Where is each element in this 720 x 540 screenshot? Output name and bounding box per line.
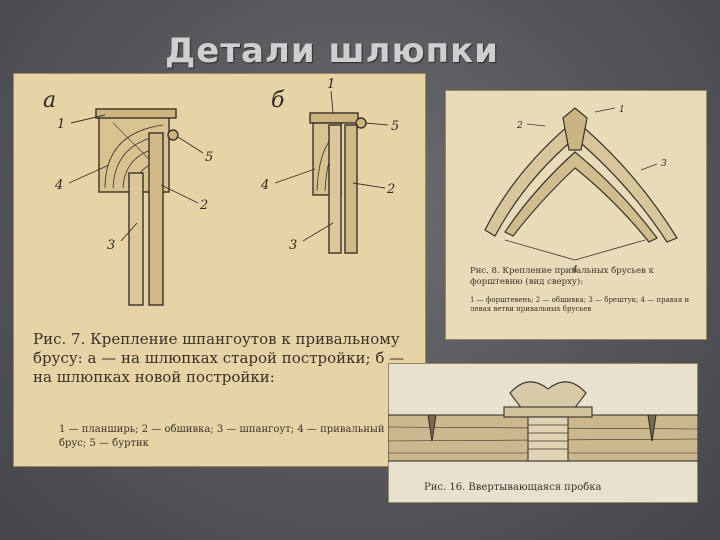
fig7-a-label-2: 2 [199,198,208,213]
fig7-a-label-4: 4 [54,178,63,193]
fig7-tag-a: а [43,88,56,113]
fig8-label-3: 3 [661,159,667,169]
figure-8-drawing: 1 2 3 4 [484,105,678,275]
fig8-label-4: 4 [571,265,578,275]
fig7-a-label-5: 5 [205,150,213,165]
fig7-caption: Рис. 7. Крепление шпангоутов к привально… [33,330,405,386]
figure-16-screw-plug: Рис. 16. Ввертывающаяся пробка [388,363,698,503]
fig8-label-2: 2 [516,121,523,131]
fig7-legend: 1 — планширь; 2 — обшивка; 3 — шпангоут;… [59,424,385,449]
fig7-a-label-1: 1 [57,117,65,132]
fig7-a-label-3: 3 [107,238,115,253]
fig7-tag-b: б [271,88,285,113]
slide-title: Детали шлюпки [165,31,500,71]
fig7-b-label-4: 4 [260,178,269,193]
figure-16-drawing [388,381,698,462]
fig8-caption: Рис. 8. Крепление привальных брусьев к ф… [470,266,654,287]
figure-7-frame-attachment: а б 1 5 4 2 3 1 5 4 2 3 Рис. 7. Креплени… [13,73,426,467]
fig8-legend: 1 — форштевень; 2 — обшивка; 3 — брештук… [470,296,690,313]
fig7-b-label-1: 1 [327,77,335,92]
fig8-label-1: 1 [619,105,625,115]
fig7-b-label-5: 5 [391,119,399,134]
fig16-caption: Рис. 16. Ввертывающаяся пробка [424,482,602,493]
figure-7-drawing: а б 1 5 4 2 3 1 5 4 2 3 [43,77,399,306]
fig7-b-label-2: 2 [386,182,395,197]
figure-8-stem-attachment: 1 2 3 4 Рис. 8. Крепление привальных бру… [445,90,707,340]
fig7-b-label-3: 3 [289,238,297,253]
